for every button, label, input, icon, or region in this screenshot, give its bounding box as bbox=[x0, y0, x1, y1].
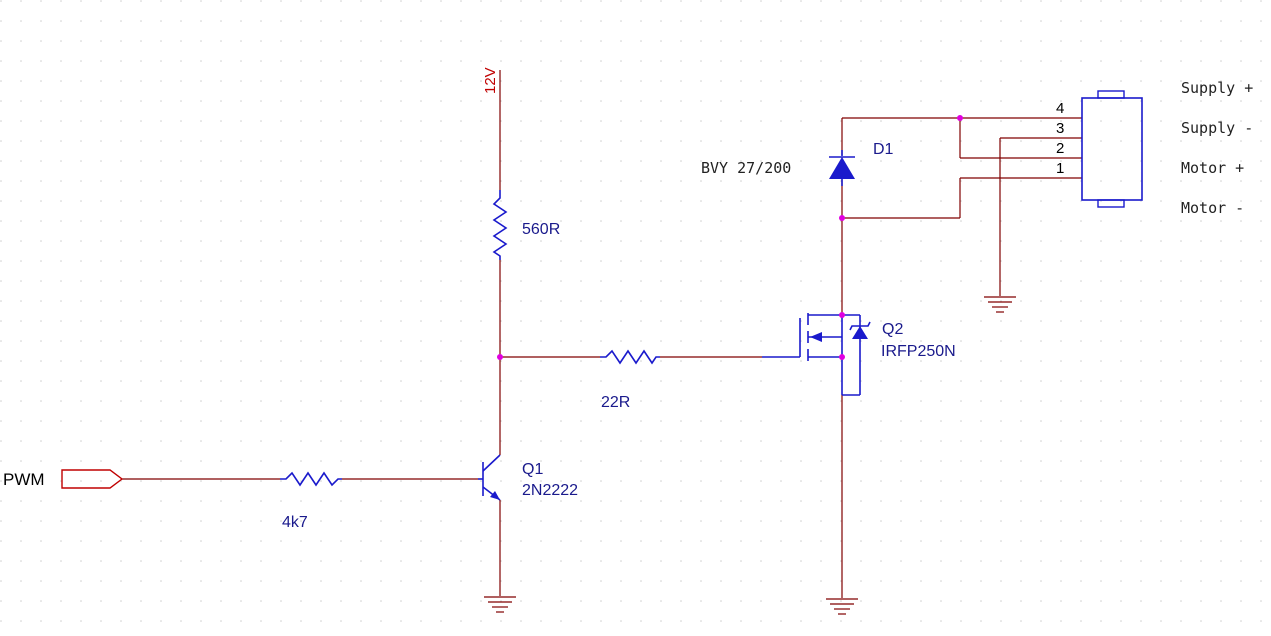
junction-d1-anode bbox=[839, 215, 845, 221]
resistor-22r[interactable] bbox=[600, 349, 660, 365]
d1-part-label: BVY 27/200 bbox=[701, 159, 791, 177]
pwm-input-port[interactable] bbox=[61, 469, 124, 489]
pwm-port-label: PWM bbox=[3, 470, 45, 489]
ground-symbol-q1 bbox=[484, 596, 516, 613]
resistor-4k7-label: 4k7 bbox=[282, 514, 308, 531]
junction-collector bbox=[497, 354, 503, 360]
wires bbox=[122, 70, 1082, 598]
junction-q2-source bbox=[839, 354, 845, 360]
connector-j1[interactable] bbox=[1081, 90, 1143, 208]
supply-12v-label: 12V bbox=[482, 67, 499, 94]
resistor-560r[interactable] bbox=[492, 190, 508, 260]
resistor-22r-label: 22R bbox=[601, 394, 630, 411]
q1-ref-label: Q1 bbox=[522, 461, 543, 478]
q2-ref-label: Q2 bbox=[882, 321, 903, 338]
signal-motor-plus: Motor + bbox=[1181, 159, 1244, 177]
connector-pin-3: 3 bbox=[1056, 120, 1064, 137]
d1-ref-label: D1 bbox=[873, 141, 894, 158]
junction-supply-rail bbox=[957, 115, 963, 121]
mosfet-q2[interactable] bbox=[762, 313, 871, 396]
signal-supply-minus: Supply - bbox=[1181, 119, 1253, 137]
q1-part-label: 2N2222 bbox=[522, 482, 578, 499]
signal-supply-plus: Supply + bbox=[1181, 79, 1253, 97]
resistor-560r-label: 560R bbox=[522, 221, 560, 238]
signal-motor-minus: Motor - bbox=[1181, 199, 1244, 217]
resistor-4k7[interactable] bbox=[280, 471, 342, 487]
junction-q2-drain bbox=[839, 312, 845, 318]
ground-symbol-connector bbox=[984, 296, 1016, 313]
connector-pin-2: 2 bbox=[1056, 140, 1064, 157]
q2-part-label: IRFP250N bbox=[881, 343, 956, 360]
connector-pin-1: 1 bbox=[1056, 160, 1064, 177]
connector-pin-4: 4 bbox=[1056, 100, 1064, 117]
transistor-q1[interactable] bbox=[478, 454, 501, 501]
ground-symbol-q2 bbox=[826, 598, 858, 615]
diode-d1[interactable] bbox=[829, 150, 855, 186]
